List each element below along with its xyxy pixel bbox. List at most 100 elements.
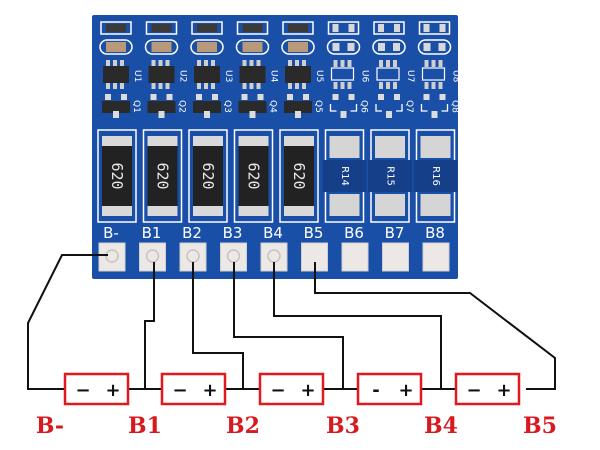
smd-pad <box>332 43 340 51</box>
transistor-pin <box>295 111 301 118</box>
transistor-pin <box>241 94 248 100</box>
battery-cell: −+ <box>258 372 325 406</box>
smd-pad <box>423 24 430 32</box>
pad-label: B- <box>103 224 119 242</box>
pad-label: B6 <box>344 224 364 242</box>
ic-chip <box>148 66 175 83</box>
transistor-pin <box>378 94 384 100</box>
ic-pin <box>340 82 345 89</box>
ic-pin <box>340 60 345 67</box>
pad-label: B4 <box>263 224 283 242</box>
ic-footprint <box>330 67 355 81</box>
battery-cell: −+ <box>63 372 130 406</box>
solder-pad[interactable] <box>260 242 288 272</box>
ic-chip <box>239 66 266 83</box>
solder-pad[interactable] <box>139 242 166 272</box>
smd-pad <box>378 24 384 32</box>
ic-pin <box>113 82 117 89</box>
transistor-pin <box>431 111 438 118</box>
cell-negative-terminal: − <box>172 380 187 401</box>
board-channels: U1Q1620U2Q2620U3Q3620U4Q4620U5Q5620U6Q6R… <box>97 21 461 223</box>
smd-pad <box>375 194 405 216</box>
solder-pad[interactable] <box>422 242 450 272</box>
cell-outline <box>356 372 423 406</box>
smd-pad <box>378 43 385 51</box>
smd-pad <box>347 43 355 51</box>
transistor <box>102 101 130 113</box>
ic-pin <box>242 82 247 89</box>
smd-resistor <box>106 24 126 32</box>
smd-pad <box>420 194 451 216</box>
cell-negative-terminal: − <box>75 380 90 401</box>
ic-pin <box>197 82 201 89</box>
pad-label: B1 <box>142 224 162 242</box>
cell-negative-terminal: − <box>466 380 481 401</box>
solder-pad[interactable] <box>341 242 369 272</box>
capacitor <box>242 42 263 52</box>
battery-cell: −+ <box>454 372 521 406</box>
resistor-code: 620 <box>199 162 217 189</box>
ic-label: U7 <box>405 70 415 82</box>
transistor-pin <box>150 94 157 100</box>
ic-pin <box>151 60 156 67</box>
silk-band <box>368 160 412 192</box>
ic-pin <box>165 60 170 67</box>
smd-pad <box>332 24 339 32</box>
ic-pin <box>379 82 383 89</box>
transistor <box>147 101 176 113</box>
resistor-ref: R15 <box>385 166 396 186</box>
ic-pin <box>242 60 247 67</box>
transistor-label: Q8 <box>450 100 460 113</box>
solder-pad[interactable] <box>382 242 409 272</box>
ic-pin <box>393 82 397 89</box>
ic-pin <box>431 82 436 89</box>
smd-pad <box>329 136 360 158</box>
capacitor-outline <box>417 39 452 55</box>
ic-pin <box>431 60 436 67</box>
cell-positive-terminal: + <box>398 380 413 401</box>
ic-pin <box>347 82 352 89</box>
wires <box>27 254 556 390</box>
transistor-footprint <box>329 104 358 112</box>
cell-outline <box>63 372 130 406</box>
capacitor <box>197 42 217 52</box>
resistor-code: 620 <box>290 162 308 189</box>
transistor-footprint <box>420 104 449 112</box>
ic-pin <box>113 60 117 67</box>
ic-pin <box>295 60 299 67</box>
transistor-pin <box>105 94 111 100</box>
transistor-label: Q2 <box>177 100 187 113</box>
cell-positive-terminal: + <box>105 380 120 401</box>
ic-pin <box>386 60 390 67</box>
cell-positive-terminal: + <box>202 380 217 401</box>
pcb-board: U1Q1620U2Q2620U3Q3620U4Q4620U5Q5620U6Q6R… <box>92 15 461 279</box>
ic-label: U6 <box>360 70 370 83</box>
pad-label: B3 <box>223 224 243 242</box>
wire-b-minus <box>27 254 108 390</box>
power-resistor <box>193 146 223 206</box>
capacitor <box>288 42 308 52</box>
solder-pad[interactable] <box>98 242 126 272</box>
ic-pin <box>379 60 383 67</box>
transistor-pin <box>303 94 309 100</box>
transistor-label: Q6 <box>359 100 369 113</box>
ic-pin <box>438 82 443 89</box>
ic-label: U4 <box>269 70 279 83</box>
cell-outline <box>160 372 227 406</box>
ic-footprint <box>421 67 446 81</box>
ic-label: U2 <box>178 70 188 82</box>
ic-pin <box>347 60 352 67</box>
ic-pin <box>424 82 429 89</box>
transistor-pin <box>439 94 446 100</box>
ic-pin <box>333 82 338 89</box>
transistor-footprint <box>375 104 403 112</box>
ic-pin <box>151 82 156 89</box>
pad-hole <box>145 249 160 263</box>
smd-pad <box>423 43 431 51</box>
